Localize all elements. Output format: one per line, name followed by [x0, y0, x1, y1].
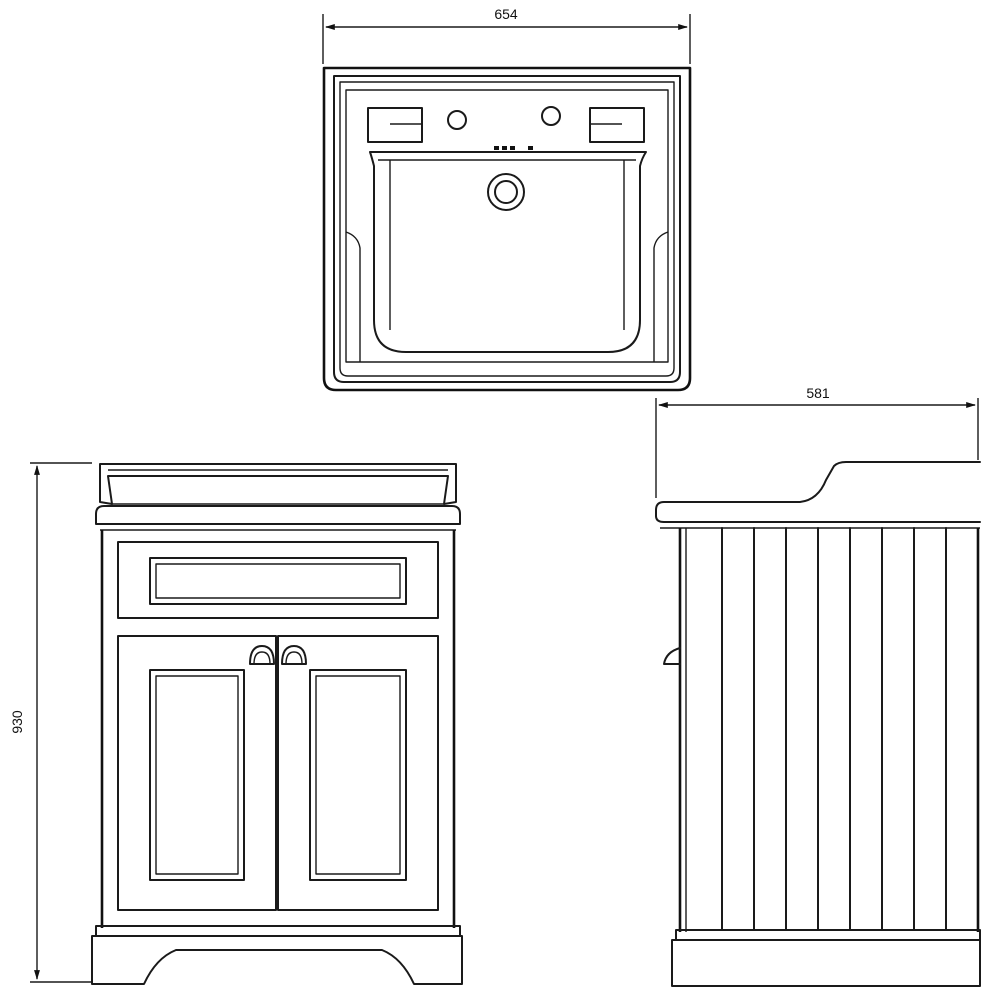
right-door-panel: [309, 669, 407, 881]
front-plinth: [95, 925, 461, 937]
overflow-slots-icon: [494, 146, 533, 150]
side-countertop: [655, 515, 981, 523]
front-basin-profile: [99, 463, 457, 505]
depth-label: 581: [806, 385, 830, 401]
drawer-panel: [149, 557, 407, 605]
vanity-front-view: 930: [9, 462, 463, 985]
width-dimension: 654: [322, 6, 691, 64]
left-door: [117, 635, 277, 911]
side-handle-icon: [663, 647, 681, 665]
height-label: 930: [9, 710, 25, 734]
basin-top-view: 654: [322, 6, 692, 392]
basin-bowl: [369, 151, 647, 353]
left-door-panel: [149, 669, 245, 881]
front-cabinet-body: [100, 530, 456, 928]
width-label: 654: [494, 6, 518, 22]
side-panel-boards: [721, 527, 947, 931]
right-door: [277, 635, 439, 911]
right-tap-hole-icon: [541, 106, 561, 126]
drain-inner-icon: [494, 180, 518, 204]
height-dimension: 930: [9, 462, 92, 983]
side-plinth: [675, 929, 981, 941]
vanity-side-view: 581: [655, 385, 981, 987]
left-tap-hole-icon: [447, 110, 467, 130]
drawer-front: [117, 541, 439, 619]
basin-outer-rim: [322, 66, 692, 392]
left-tap-platform: [367, 107, 423, 143]
right-door-handle-icon: [281, 645, 307, 665]
left-door-handle-icon: [249, 645, 275, 665]
depth-dimension: 581: [655, 385, 979, 498]
right-tap-platform: [589, 107, 645, 143]
side-basin-profile: [655, 461, 981, 517]
front-countertop: [95, 505, 461, 525]
drain-outer-icon: [487, 173, 525, 211]
side-cabinet-body: [678, 528, 980, 932]
